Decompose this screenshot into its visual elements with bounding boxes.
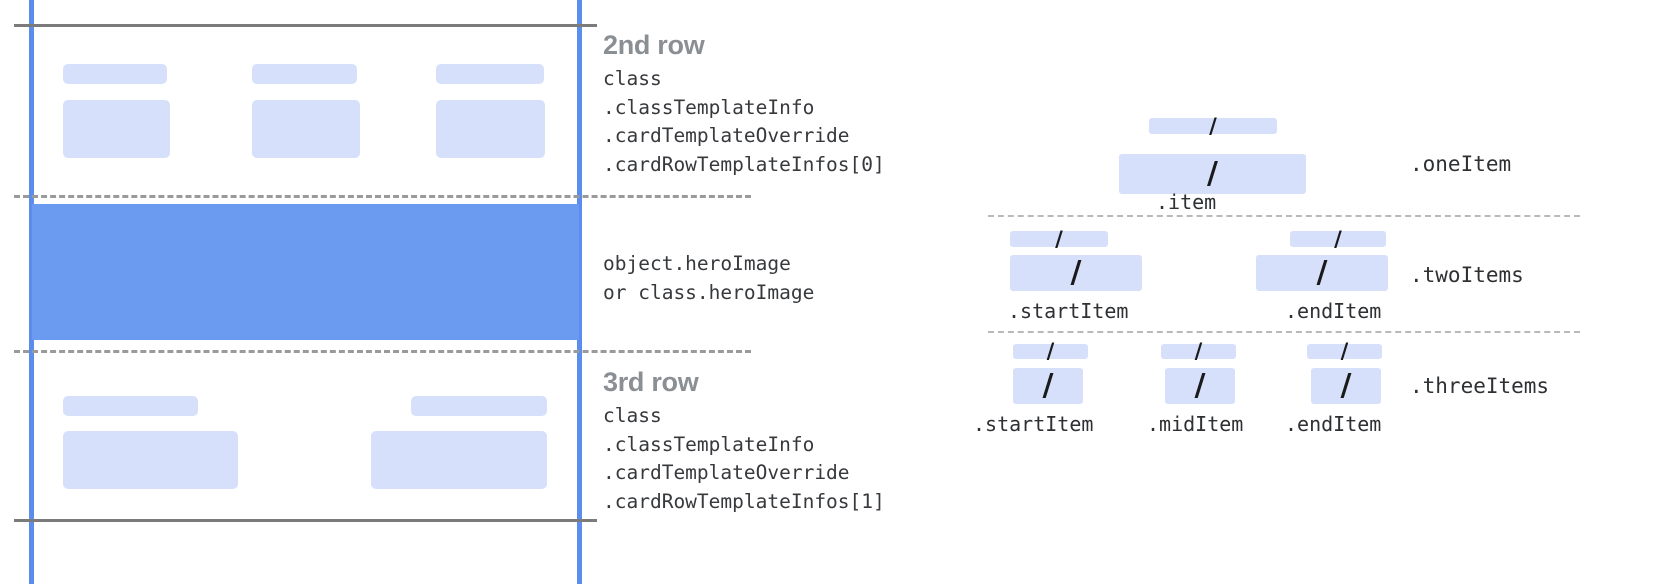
hero-row-annotation: object.heroImage or class.heroImage <box>603 250 814 307</box>
item-layout-diagram: / / .item .oneItem / / .startItem / / .e… <box>960 0 1676 584</box>
slash-glyph: / <box>1334 226 1342 251</box>
second-row-code-line-0: class <box>603 67 662 91</box>
second-row-code-line-1: .classTemplateInfo <box>603 95 815 119</box>
group-separator-2 <box>988 331 1580 333</box>
slash-glyph: / <box>1207 156 1218 191</box>
row3-col1-label-placeholder <box>63 396 198 416</box>
row2-col3-label-placeholder <box>436 64 544 84</box>
three-items-end-caption: .endItem <box>1285 412 1382 436</box>
two-items-end-caption: .endItem <box>1285 299 1382 323</box>
right-guide-line <box>577 0 582 584</box>
second-row-code-line-2: .cardTemplateOverride <box>603 124 850 148</box>
three-items-end-label-slot: / <box>1307 339 1382 363</box>
slash-glyph: / <box>1194 339 1203 363</box>
three-items-mid-value-slot: / <box>1165 368 1235 404</box>
second-row-annotation: 2nd row class .classTemplateInfo .cardTe… <box>603 31 885 179</box>
three-items-start-label-slot: / <box>1013 339 1088 363</box>
slash-glyph: / <box>1340 368 1352 403</box>
second-row-title: 2nd row <box>603 30 705 60</box>
row2-col3-value-placeholder <box>436 100 545 158</box>
three-items-mid-label-slot: / <box>1161 339 1236 363</box>
group-separator-1 <box>988 215 1580 217</box>
row3-col1-value-placeholder <box>63 431 238 489</box>
slash-glyph: / <box>1209 113 1217 138</box>
third-row-annotation: 3rd row class .classTemplateInfo .cardTe… <box>603 368 885 516</box>
three-items-start-value-slot: / <box>1013 368 1083 404</box>
slash-glyph: / <box>1055 226 1063 251</box>
card-top-rule <box>14 24 597 27</box>
one-item-value-slot: / <box>1119 154 1306 194</box>
two-items-start-label-slot: / <box>1010 226 1108 251</box>
three-items-end-value-slot: / <box>1311 368 1381 404</box>
two-items-group-label: .twoItems <box>1410 263 1524 287</box>
two-items-start-value-slot: / <box>1010 255 1142 291</box>
slash-glyph: / <box>1340 339 1349 363</box>
slash-glyph: / <box>1070 255 1082 290</box>
row2-col1-value-placeholder <box>63 100 170 158</box>
two-items-end-value-slot: / <box>1256 255 1388 291</box>
row2-col1-label-placeholder <box>63 64 167 84</box>
three-items-group-label: .threeItems <box>1410 374 1550 398</box>
two-items-end-label-slot: / <box>1290 226 1386 251</box>
one-item-group-label: .oneItem <box>1410 152 1512 176</box>
row-separator-bottom <box>14 350 751 353</box>
card-mock <box>0 0 751 584</box>
one-item-label-slot: / <box>1149 113 1277 138</box>
one-item-caption: .item <box>1156 190 1217 214</box>
slash-glyph: / <box>1194 368 1206 403</box>
row2-col2-value-placeholder <box>252 100 360 158</box>
row3-col2-label-placeholder <box>411 396 547 416</box>
row-separator-top <box>14 195 751 198</box>
slash-glyph: / <box>1316 255 1328 290</box>
slash-glyph: / <box>1046 339 1055 363</box>
third-row-title: 3rd row <box>603 367 699 397</box>
three-items-mid-caption: .midItem <box>1147 412 1244 436</box>
row2-col2-label-placeholder <box>252 64 357 84</box>
hero-row-code-line-0: object.heroImage <box>603 252 791 275</box>
three-items-start-caption: .startItem <box>973 412 1094 436</box>
left-guide-line <box>29 0 34 584</box>
row3-col2-value-placeholder <box>371 431 547 489</box>
third-row-code-line-0: class <box>603 404 662 428</box>
hero-image-band <box>32 204 579 340</box>
third-row-code-line-1: .classTemplateInfo <box>603 432 815 456</box>
slash-glyph: / <box>1042 368 1054 403</box>
card-bottom-rule <box>14 519 597 522</box>
hero-row-code-line-1: or class.heroImage <box>603 280 815 304</box>
second-row-code-line-3: .cardRowTemplateInfos[0] <box>603 152 885 176</box>
third-row-code-line-3: .cardRowTemplateInfos[1] <box>603 489 885 513</box>
two-items-start-caption: .startItem <box>1008 299 1129 323</box>
third-row-code-line-2: .cardTemplateOverride <box>603 461 850 485</box>
